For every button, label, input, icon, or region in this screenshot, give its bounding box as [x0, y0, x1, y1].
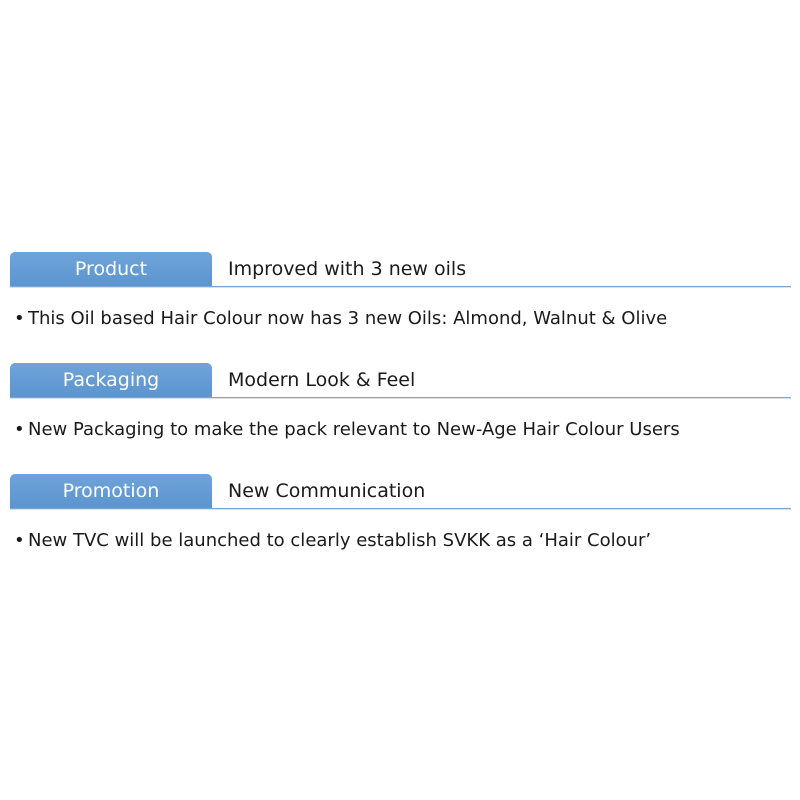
section-header: Promotion New Communication: [10, 474, 791, 510]
product-bullet: •This Oil based Hair Colour now has 3 ne…: [14, 308, 667, 329]
section-header: Product Improved with 3 new oils: [10, 252, 791, 288]
bullet-dot-icon: •: [14, 530, 25, 551]
header-rule-shadow: [10, 509, 791, 510]
promotion-heading: New Communication: [228, 480, 426, 502]
section-packaging: Packaging Modern Look & Feel •New Packag…: [10, 363, 791, 440]
product-tab: Product: [10, 252, 212, 287]
section-header: Packaging Modern Look & Feel: [10, 363, 791, 399]
section-promotion: Promotion New Communication •New TVC wil…: [10, 474, 791, 551]
packaging-bullet-text: New Packaging to make the pack relevant …: [28, 419, 680, 440]
bullet-dot-icon: •: [14, 308, 25, 329]
header-rule-shadow: [10, 398, 791, 399]
packaging-tab: Packaging: [10, 363, 212, 398]
header-rule: [10, 286, 791, 287]
section-product: Product Improved with 3 new oils •This O…: [10, 252, 791, 329]
promotion-bullet-text: New TVC will be launched to clearly esta…: [28, 530, 652, 551]
promotion-bullet: •New TVC will be launched to clearly est…: [14, 530, 651, 551]
promotion-tab: Promotion: [10, 474, 212, 509]
product-heading: Improved with 3 new oils: [228, 258, 467, 280]
header-rule-shadow: [10, 287, 791, 288]
bullet-dot-icon: •: [14, 419, 25, 440]
header-rule: [10, 508, 791, 509]
packaging-bullet: •New Packaging to make the pack relevant…: [14, 419, 680, 440]
packaging-heading: Modern Look & Feel: [228, 369, 416, 391]
header-rule: [10, 397, 791, 398]
product-bullet-text: This Oil based Hair Colour now has 3 new…: [28, 308, 668, 329]
